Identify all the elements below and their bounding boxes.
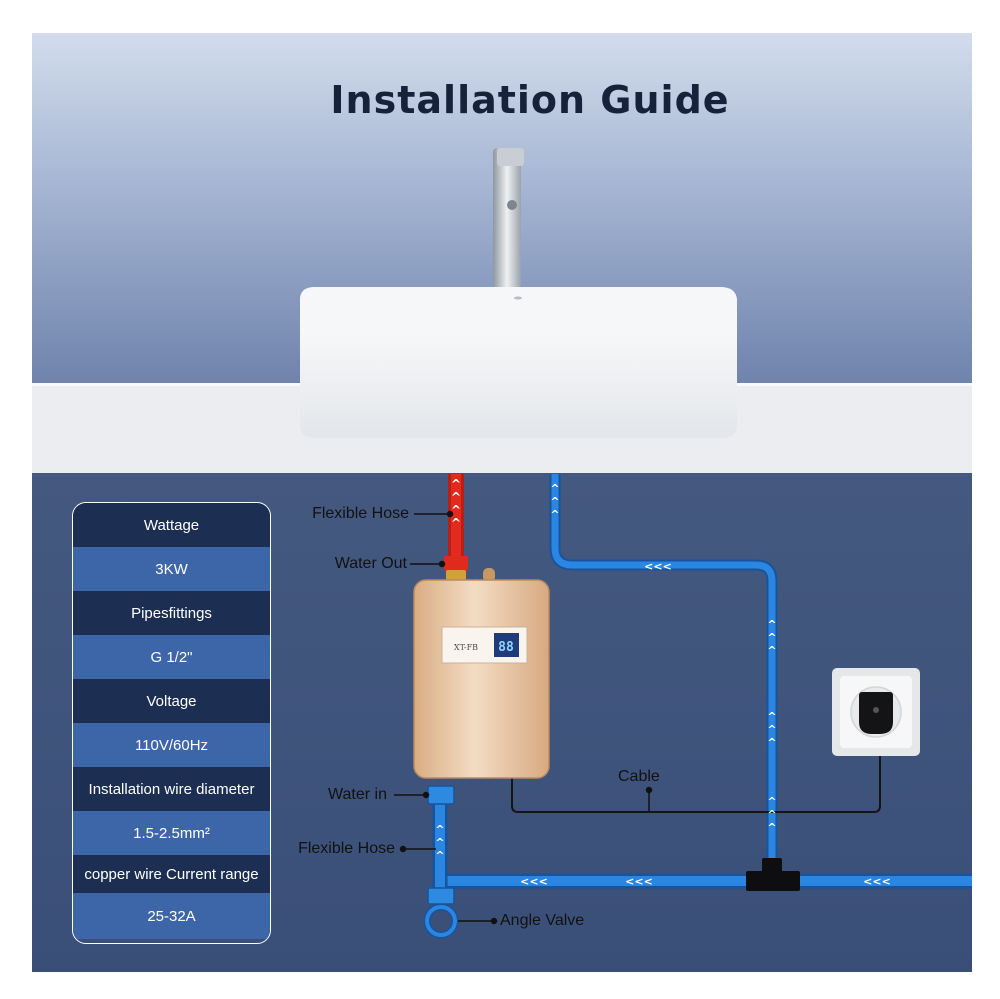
water-in-connector: [427, 785, 455, 805]
label-angle-valve: Angle Valve: [500, 912, 585, 929]
spec-label: Wattage: [73, 503, 270, 547]
cold-flow-arrow-up: ^: [767, 795, 776, 808]
cold-flow-arrow-up: ^: [767, 736, 776, 749]
spec-value: 25-32A: [73, 893, 270, 939]
spec-label: Pipesfittings: [73, 591, 270, 635]
cold-flow-arrow-left: <<<: [863, 875, 891, 888]
label-water-in: Water in: [328, 786, 387, 803]
cold-flow-arrow-left: <<<: [625, 875, 653, 888]
cold-flow-arrow-up: ^: [767, 710, 776, 723]
angle-valve-icon: [423, 903, 459, 939]
hot-flow-arrow: ^: [451, 477, 461, 491]
cold-flow-arrow-up: ^: [435, 849, 444, 862]
spec-value: G 1/2": [73, 635, 270, 679]
cold-water-pipes: [432, 474, 972, 900]
cold-flow-arrow-up: ^: [767, 808, 776, 821]
cold-flow-arrow-up: ^: [550, 508, 559, 521]
cold-flow-arrow-up: ^: [767, 821, 776, 834]
cold-flow-arrow-up: ^: [550, 482, 559, 495]
spec-value: 110V/60Hz: [73, 723, 270, 767]
heater-display: [494, 633, 519, 657]
water-out-connector: [444, 556, 468, 571]
leader-lines: [394, 510, 653, 925]
hot-water-hose: [444, 474, 468, 580]
cold-flow-arrow-up: ^: [767, 644, 776, 657]
page-title: Installation Guide: [330, 78, 730, 122]
cold-flow-arrow-up: ^: [767, 631, 776, 644]
hot-flow-arrow: ^: [451, 516, 461, 530]
power-outlet-icon: [832, 668, 920, 756]
heater-display-digits: 88: [498, 640, 514, 655]
spec-label: Installation wire diameter: [73, 767, 270, 811]
cold-flow-arrow-up: ^: [435, 823, 444, 836]
spec-label: copper wire Current range: [73, 855, 270, 893]
label-water-out: Water Out: [334, 555, 407, 572]
heater-brand: XT-FB: [454, 643, 478, 652]
cold-flow-arrow-up: ^: [435, 836, 444, 849]
faucet: [493, 148, 521, 288]
label-flexible-hose-bottom: Flexible Hose: [298, 840, 395, 857]
label-cable: Cable: [618, 768, 660, 785]
label-flexible-hose-top: Flexible Hose: [312, 505, 409, 522]
cold-flow-arrow-up: ^: [767, 618, 776, 631]
water-heater: [413, 568, 550, 779]
tee-fitting: [746, 858, 800, 891]
cold-flow-arrow-up: ^: [550, 495, 559, 508]
spec-label: Voltage: [73, 679, 270, 723]
hot-flow-arrow: ^: [451, 490, 461, 504]
cold-flow-arrow-left: <<<: [644, 560, 672, 573]
hot-flow-arrow: ^: [451, 503, 461, 517]
flow-arrows: ^^^^^^^^^^^^^^^^^^^<<<<<<<<<<<<: [435, 477, 890, 888]
cold-flow-arrow-up: ^: [767, 723, 776, 736]
spec-value: 3KW: [73, 547, 270, 591]
power-cable: [511, 725, 881, 813]
spec-value: 1.5-2.5mm²: [73, 811, 270, 855]
cold-flow-arrow-left: <<<: [520, 875, 548, 888]
